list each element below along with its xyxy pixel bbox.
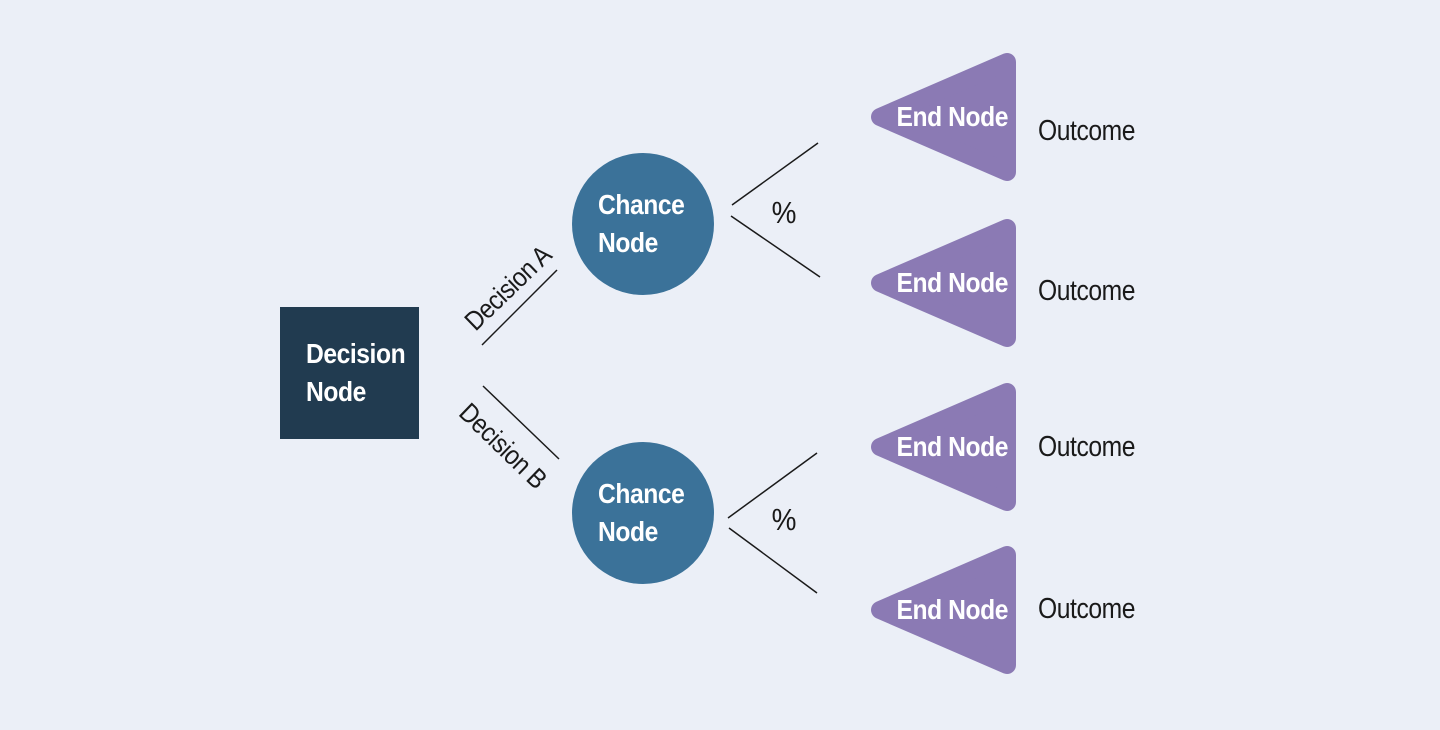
outcome-label-1: Outcome: [1038, 115, 1136, 147]
end-node-4-label: End Node: [896, 594, 1009, 625]
decision-node: Decision Node: [280, 307, 419, 439]
end-node-3-label: End Node: [896, 431, 1009, 462]
end-node-2-label: End Node: [896, 267, 1009, 298]
outcome-label-4: Outcome: [1038, 593, 1136, 625]
chance-node-1: Chance Node: [572, 153, 714, 295]
chance-node-1-label: Chance Node: [598, 189, 685, 258]
branch-label-decision-b: Decision B: [453, 397, 553, 495]
outcome-label-2: Outcome: [1038, 275, 1136, 307]
end-node-1-label: End Node: [896, 101, 1009, 132]
chance-node-2: Chance Node: [572, 442, 714, 584]
probability-label-2: %: [771, 502, 797, 537]
branch-label-decision-a: Decision A: [458, 239, 558, 337]
decision-node-label: Decision Node: [306, 338, 406, 407]
chance-node-2-label: Chance Node: [598, 478, 685, 547]
outcome-label-3: Outcome: [1038, 431, 1136, 463]
probability-label-1: %: [771, 195, 797, 230]
